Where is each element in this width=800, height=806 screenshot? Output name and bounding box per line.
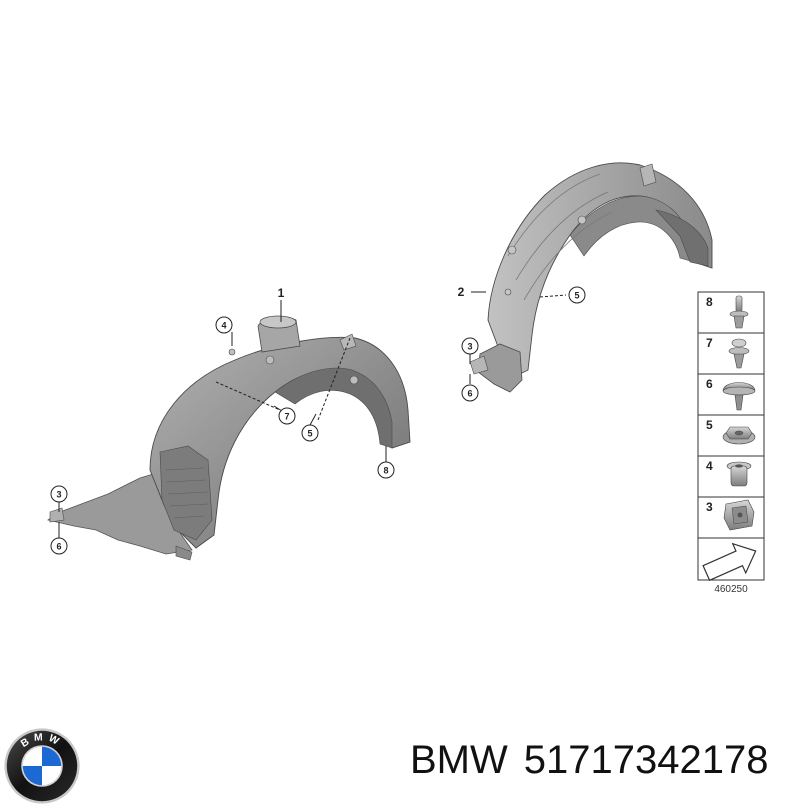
svg-text:8: 8 [383,466,388,476]
callout-left-3: 3 [50,485,68,503]
bmw-logo: BMW [4,728,80,804]
callout-right-5: 5 [568,286,586,304]
callout-part-2: 2 [458,285,465,299]
svg-text:3: 3 [467,342,472,352]
callout-right-6: 6 [461,384,479,402]
diagram-number: 460250 [714,584,748,595]
svg-text:3: 3 [56,490,61,500]
svg-text:4: 4 [221,321,226,331]
callout-leaders [58,291,486,538]
part-caption: BMW 51717342178 [410,738,768,782]
legend-number: 5 [706,418,713,432]
clip-nut-icon [723,499,755,531]
callout-left-4: 4 [215,316,233,334]
caption-part-number: 51717342178 [523,738,769,782]
svg-text:6: 6 [56,542,61,552]
fastener-legend: 8 7 6 5 4 3 [697,291,765,595]
svg-text:5: 5 [574,291,579,301]
right-wheel-arch-liner [469,162,713,393]
svg-text:1: 1 [278,286,285,300]
grommet-nut-icon [726,461,752,487]
callout-left-5: 5 [301,424,319,442]
svg-text:6: 6 [467,389,472,399]
legend-number: 6 [706,377,713,391]
dome-clip-icon [722,382,756,411]
legend-number: 4 [706,459,713,473]
svg-text:2: 2 [458,285,465,299]
callout-left-7: 7 [278,407,296,425]
left-wheel-arch-liner [47,315,411,561]
callout-part-1: 1 [278,286,285,300]
callout-left-8: 8 [377,461,395,479]
direction-arrow-icon [702,542,757,582]
flange-nut-icon [722,426,756,445]
push-rivet-icon [729,295,749,329]
legend-number: 3 [706,500,713,514]
svg-text:7: 7 [284,412,289,422]
expanding-clip-icon [728,338,750,369]
legend-number: 8 [706,295,713,309]
legend-number: 7 [706,336,713,350]
caption-brand: BMW [410,738,508,782]
callout-right-3: 3 [461,337,479,355]
svg-text:5: 5 [307,429,312,439]
callout-left-6: 6 [50,537,68,555]
